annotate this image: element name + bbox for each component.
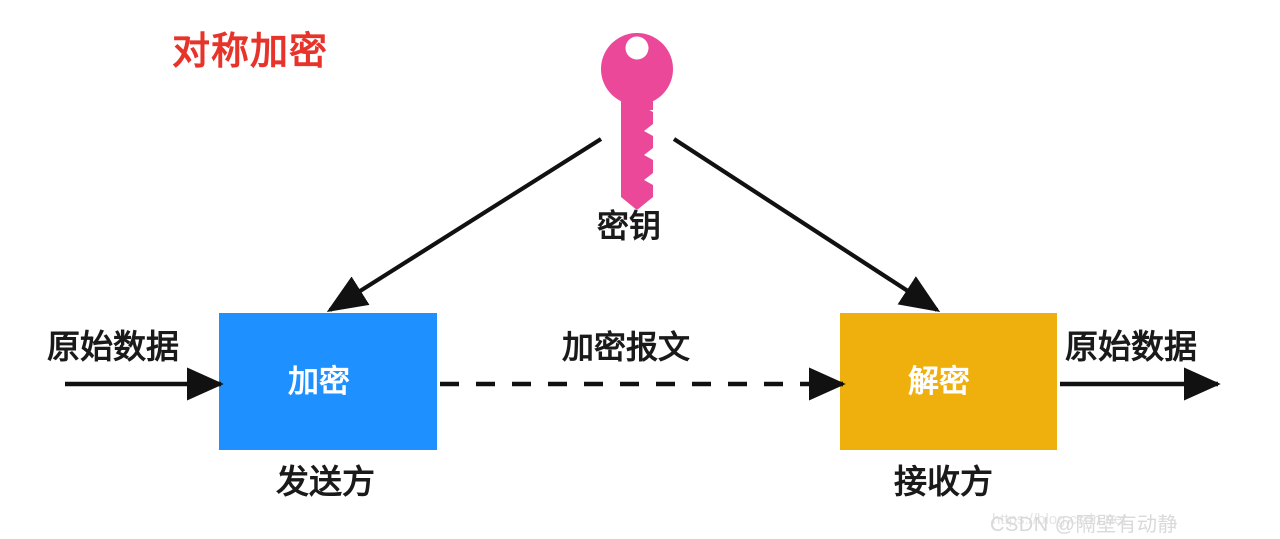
ciphertext-label: 加密报文	[562, 329, 691, 365]
watermark-text: CSDN @隔壁有动静	[990, 514, 1179, 536]
sender-caption: 发送方	[276, 463, 375, 500]
encrypt-box-label: 加密	[288, 364, 350, 399]
input-plaintext-label: 原始数据	[47, 328, 179, 365]
decrypt-box	[840, 313, 1057, 450]
key-icon	[601, 33, 674, 210]
receiver-caption: 接收方	[894, 463, 993, 500]
key-to-decrypt-arrow	[672, 137, 941, 313]
page-title: 对称加密	[172, 31, 329, 73]
encrypt-box	[219, 313, 437, 450]
key-label: 密钥	[597, 208, 662, 244]
key-to-encrypt-arrow	[326, 137, 603, 313]
decrypt-box-label: 解密	[908, 364, 970, 399]
watermark-url: https://blog.csdn.net	[992, 511, 1127, 528]
output-plaintext-label: 原始数据	[1065, 328, 1197, 365]
